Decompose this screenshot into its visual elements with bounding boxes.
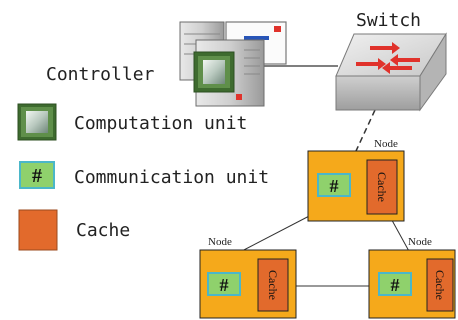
cache-icon-bottom-left: Cache: [257, 258, 289, 312]
legend-communication-label: Communication unit: [74, 167, 269, 188]
controller-label: Controller: [46, 64, 155, 85]
svg-text:#: #: [220, 275, 229, 295]
cache-icon-bottom-right: Cache: [426, 258, 454, 312]
node-bottom-right: Node # Cache: [368, 236, 456, 319]
node-bottom-left: Node # Cache: [199, 236, 297, 319]
node-bottom-right-label: Node: [408, 236, 432, 248]
node-top: Node # Cache: [307, 138, 405, 222]
cache-label-bottom-left: Cache: [266, 270, 280, 300]
communication-unit-icon-top: #: [317, 173, 351, 197]
communication-unit-icon: #: [19, 161, 55, 189]
network-switch-icon: [335, 32, 447, 112]
switch-label: Switch: [356, 10, 421, 31]
legend-comm-glyph: #: [32, 165, 42, 187]
top-bottomleft-link: [237, 212, 316, 254]
cache-icon-top: Cache: [366, 159, 398, 215]
cache-label-bottom-right: Cache: [433, 270, 447, 300]
svg-text:#: #: [330, 176, 339, 196]
legend-computation-label: Computation unit: [74, 113, 247, 134]
node-bottom-left-label: Node: [208, 236, 232, 248]
svg-text:#: #: [391, 275, 400, 295]
communication-unit-icon-bottom-left: #: [207, 272, 241, 296]
legend: Computation unit # Communication unit Ca…: [17, 103, 269, 251]
node-top-label: Node: [374, 138, 398, 150]
cache-label-top: Cache: [375, 172, 389, 202]
communication-unit-icon-bottom-right: #: [378, 272, 412, 296]
switch-node-link: [355, 109, 376, 152]
cache-icon: [18, 209, 58, 251]
computation-unit-icon-controller: [193, 51, 235, 93]
legend-cache-label: Cache: [76, 220, 130, 241]
computation-unit-icon: [17, 103, 57, 141]
